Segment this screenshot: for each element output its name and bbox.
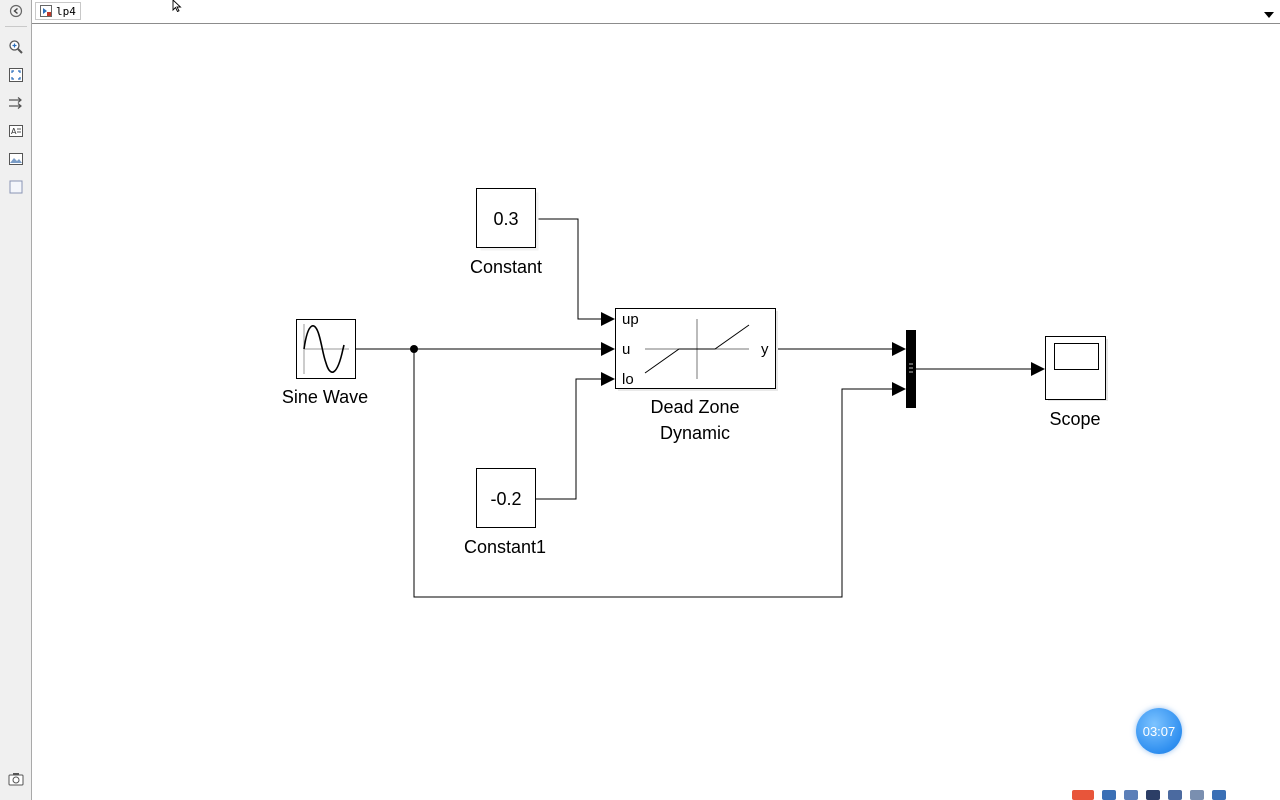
area-icon[interactable] bbox=[6, 177, 26, 197]
tray-icon[interactable] bbox=[1102, 790, 1116, 800]
constant-label: Constant bbox=[470, 257, 542, 277]
constant1-block[interactable]: -0.2 Constant1 bbox=[464, 468, 546, 558]
sine-wave-label: Sine Wave bbox=[282, 387, 368, 407]
breadcrumb-bar: lp4 bbox=[32, 0, 1280, 24]
dead-zone-label-line2: Dynamic bbox=[660, 423, 730, 443]
scope-label: Scope bbox=[1049, 409, 1100, 429]
port-up-label: up bbox=[622, 311, 639, 328]
port-lo-label: lo bbox=[622, 371, 634, 388]
svg-text:A: A bbox=[11, 127, 17, 136]
scope-screen-icon bbox=[1054, 343, 1099, 370]
sine-wave-icon bbox=[303, 325, 345, 373]
port-u-label: u bbox=[622, 341, 630, 358]
tray-icon[interactable] bbox=[1146, 790, 1160, 800]
signal-line-constant-to-up[interactable] bbox=[536, 218, 615, 326]
screenshot-icon[interactable] bbox=[6, 769, 26, 789]
annotation-icon[interactable]: A bbox=[6, 121, 26, 141]
tray-icon[interactable] bbox=[1168, 790, 1182, 800]
sine-wave-block[interactable]: Sine Wave bbox=[282, 319, 368, 408]
arrows-icon[interactable] bbox=[6, 93, 26, 113]
tray-icon[interactable] bbox=[1212, 790, 1226, 800]
constant-value: 0.3 bbox=[493, 209, 518, 229]
constant1-label: Constant1 bbox=[464, 537, 546, 557]
signal-line-constant1-to-lo[interactable] bbox=[536, 372, 615, 500]
mux-block[interactable] bbox=[906, 330, 916, 408]
palette-toolbar: A bbox=[0, 0, 32, 800]
app-tray-icon[interactable] bbox=[1072, 790, 1094, 800]
tray-icon[interactable] bbox=[1190, 790, 1204, 800]
timer-badge[interactable]: 03:07 bbox=[1136, 708, 1182, 754]
zoom-icon[interactable] bbox=[6, 37, 26, 57]
back-icon[interactable] bbox=[6, 1, 26, 21]
constant-block[interactable]: 0.3 Constant bbox=[470, 188, 542, 278]
signal-line-y-to-mux[interactable] bbox=[775, 342, 906, 356]
dropdown-icon[interactable] bbox=[1264, 6, 1274, 24]
image-icon[interactable] bbox=[6, 149, 26, 169]
scope-block[interactable]: Scope bbox=[1045, 336, 1109, 430]
model-icon bbox=[40, 5, 52, 17]
model-name: lp4 bbox=[56, 4, 76, 18]
fit-view-icon[interactable] bbox=[6, 65, 26, 85]
dead-zone-label-line1: Dead Zone bbox=[650, 397, 739, 417]
signal-line-sine-to-u[interactable] bbox=[356, 342, 615, 356]
dead-zone-icon bbox=[644, 324, 750, 374]
block-diagram: 0.3 Constant -0.2 Constant1 Sine Wave bbox=[282, 188, 1109, 598]
system-tray bbox=[1072, 788, 1280, 800]
constant1-value: -0.2 bbox=[490, 489, 521, 509]
timer-text: 03:07 bbox=[1142, 723, 1176, 739]
tray-icon[interactable] bbox=[1124, 790, 1138, 800]
port-y-label: y bbox=[761, 341, 769, 358]
model-canvas[interactable]: 0.3 Constant -0.2 Constant1 Sine Wave bbox=[33, 25, 1280, 800]
signal-line-sine-to-mux[interactable] bbox=[413, 349, 906, 598]
dead-zone-dynamic-block[interactable]: up u lo y Dead Zone Dynamic bbox=[615, 308, 779, 444]
signal-line-mux-to-scope[interactable] bbox=[916, 362, 1045, 376]
toolbar-divider bbox=[5, 26, 27, 27]
cursor-icon bbox=[172, 0, 182, 12]
breadcrumb[interactable]: lp4 bbox=[35, 2, 81, 20]
